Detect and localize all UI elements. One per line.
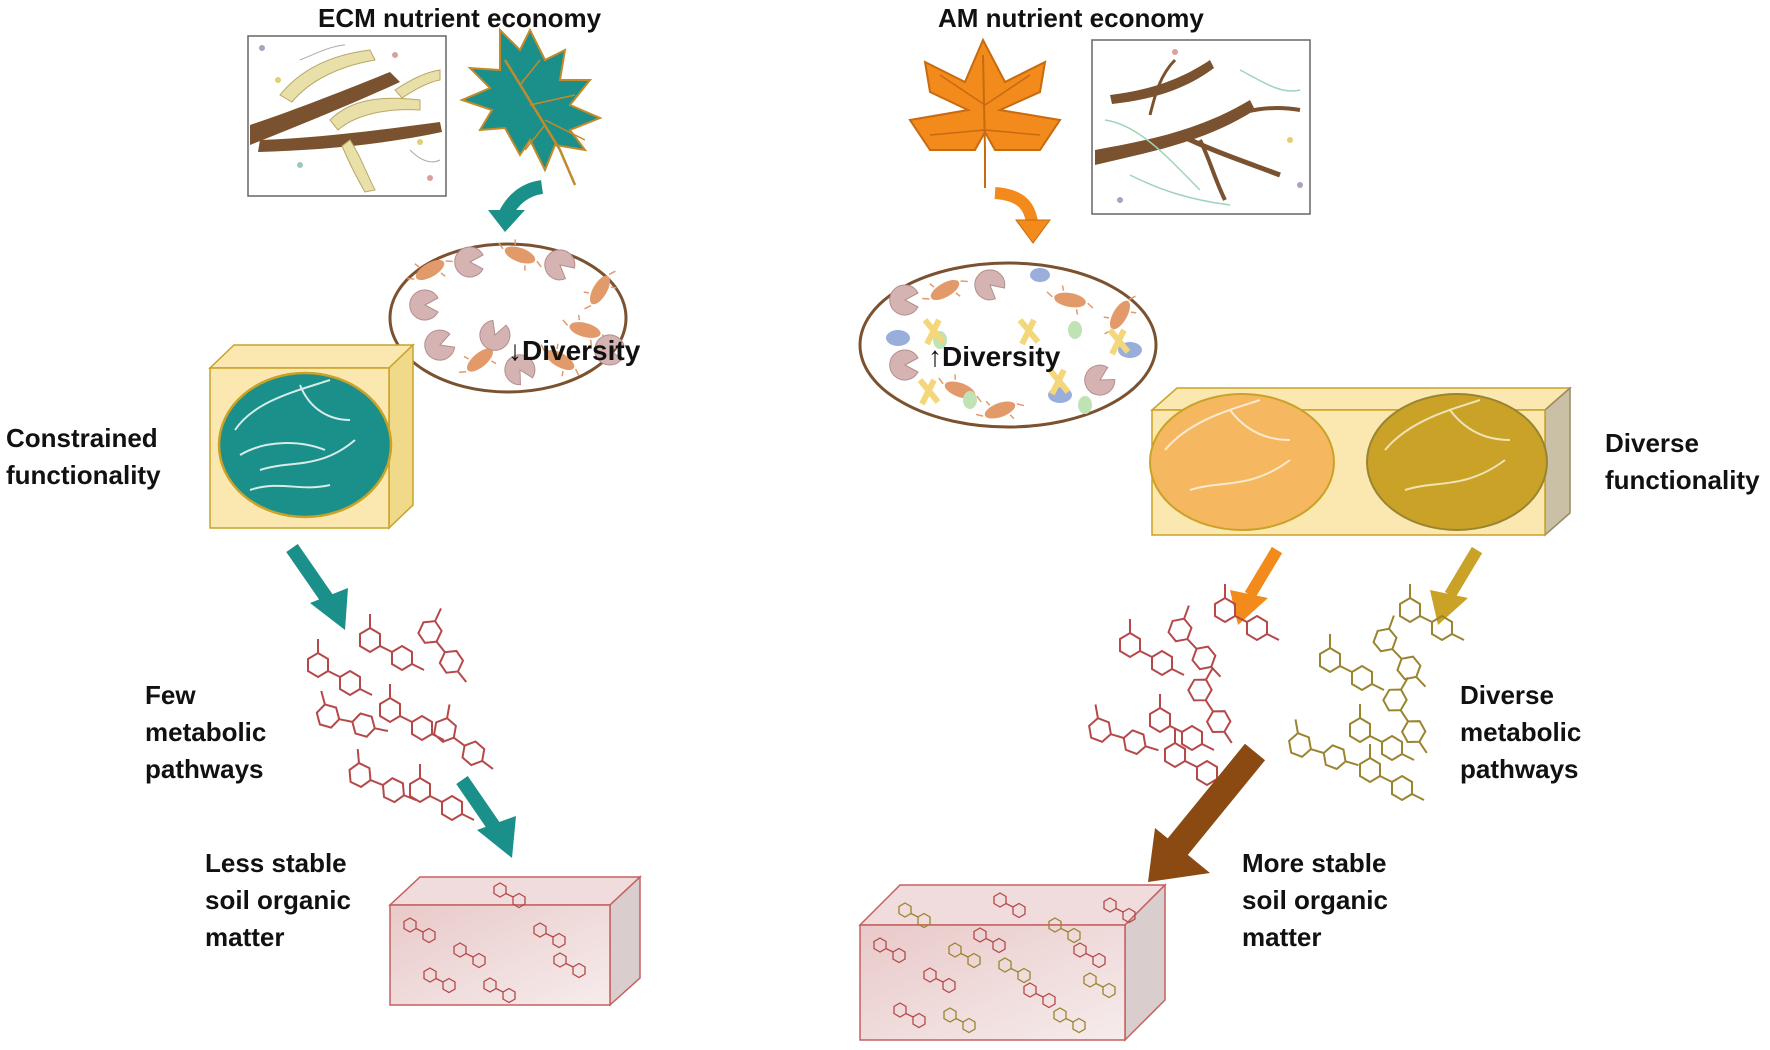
constrained-functionality-label: Constrained functionality [6,423,161,490]
oak-leaf-icon [459,27,603,186]
ecm-diversity-label: ↓Diversity [508,335,641,366]
ecm-arrow-to-pathways [286,544,348,630]
tulip-leaf-icon [908,37,1062,188]
ecm-litter-arrow [488,180,544,232]
am-diversity-label: ↑Diversity [928,341,1061,372]
am-title: AM nutrient economy [938,3,1204,33]
am-microbe-ellipse [858,261,1158,432]
ecm-microbe-ellipse [388,233,628,394]
diverse-functionality-label: Diverse functionality [1605,428,1760,495]
few-pathways-label: Few metabolic pathways [145,680,267,784]
am-arrow-to-pathways-1 [1230,546,1283,625]
less-stable-som-label: Less stable soil organic matter [205,848,351,952]
down-arrow-icon: ↓ [508,335,522,366]
ecm-title: ECM nutrient economy [318,3,602,33]
am-arrow-to-pathways-2 [1430,546,1483,625]
diverse-functionality-box [1149,386,1572,537]
up-arrow-icon: ↑ [928,341,942,372]
ecm-arrow-to-soil [456,776,516,858]
am-litter-arrow [994,187,1051,244]
am-soil-block [858,883,1167,1042]
diverse-pathways-label: Diverse metabolic pathways [1460,680,1582,784]
am-arrow-to-soil [1148,743,1266,882]
constrained-functionality-box [208,343,415,530]
ecm-root-panel [247,35,447,197]
am-root-panel [1091,39,1311,215]
more-stable-som-label: More stable soil organic matter [1242,848,1388,952]
ecm-soil-block [388,875,642,1007]
